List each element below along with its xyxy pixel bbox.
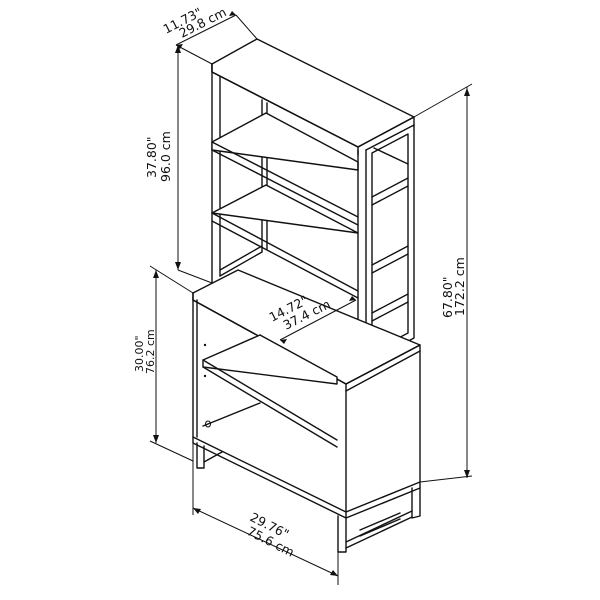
dimension-hutch-height: 37.80" 96.0 cm: [144, 45, 213, 284]
svg-text:76.2 cm: 76.2 cm: [144, 329, 157, 374]
base-cabinet: [192, 269, 421, 553]
svg-text:37.80": 37.80": [144, 136, 159, 178]
svg-text:30.00": 30.00": [133, 335, 146, 372]
dimension-width: 29.76" 75.6 cm: [192, 443, 339, 585]
svg-text:172.2 cm: 172.2 cm: [452, 257, 467, 316]
dimension-base-height: 30.00" 76.2 cm: [133, 265, 194, 462]
svg-text:67.80": 67.80": [440, 276, 455, 318]
dimension-total-height: 67.80" 172.2 cm: [413, 83, 473, 483]
svg-text:96.0 cm: 96.0 cm: [158, 131, 173, 182]
